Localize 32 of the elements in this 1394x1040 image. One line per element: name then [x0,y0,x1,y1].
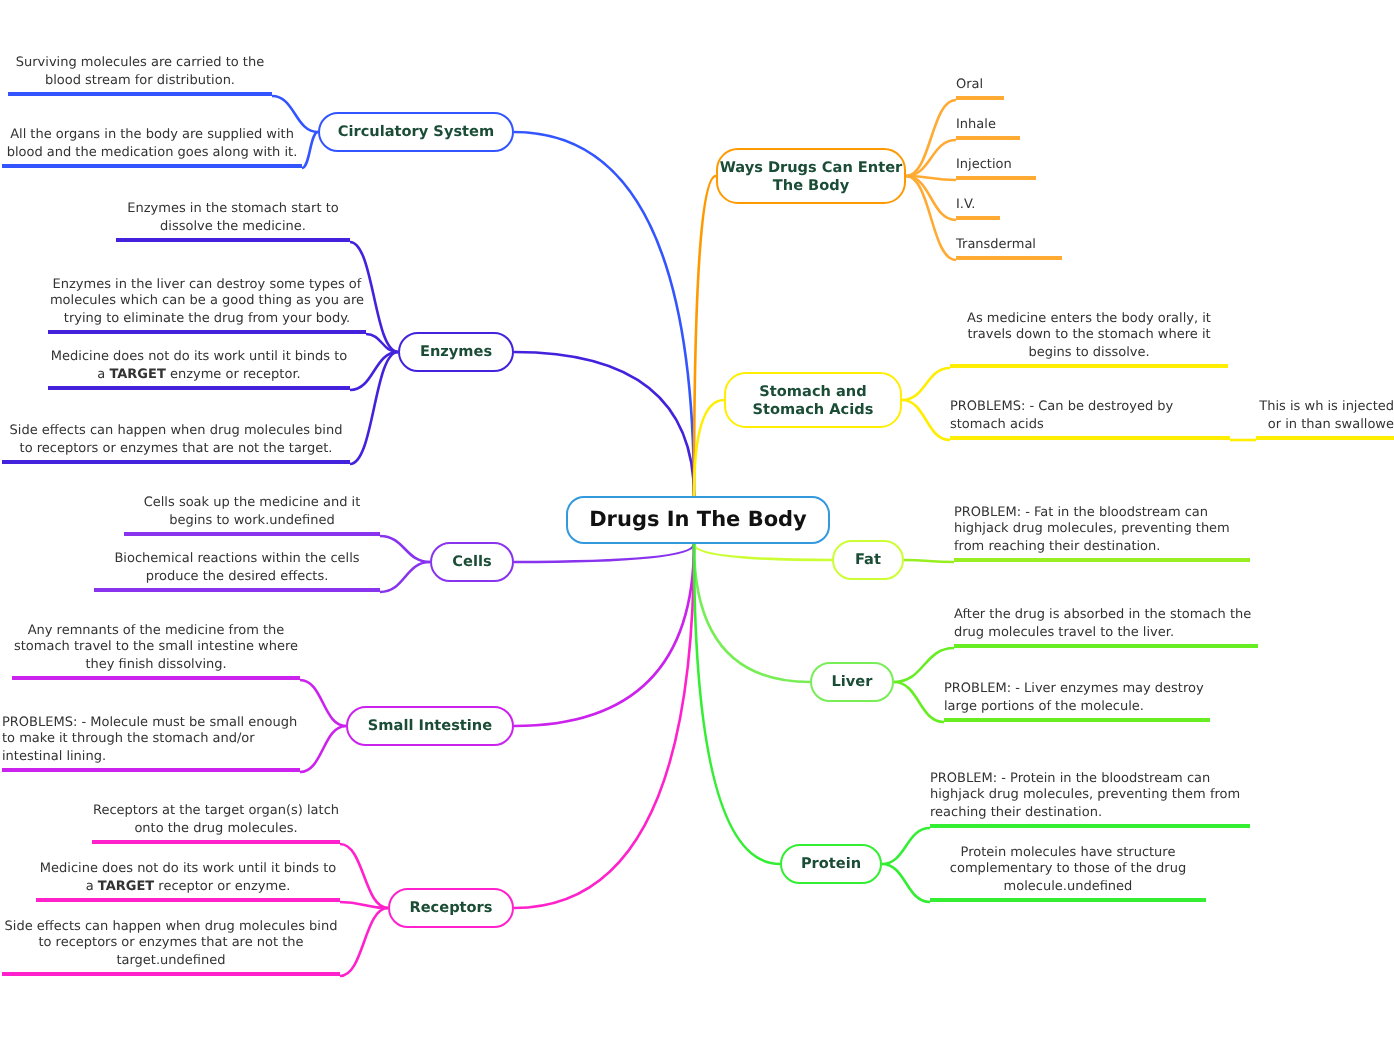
branch-line [692,543,832,562]
branch-line [893,646,955,684]
branch-line [379,534,431,564]
branch-line [513,350,696,497]
branch-line [349,350,399,466]
branch-line [905,174,957,262]
branch-line [365,332,399,354]
branch-line [901,366,951,402]
branch-line [904,558,954,564]
central-topic-box: Drugs In The Body [566,496,830,544]
branch-line [881,862,931,904]
branch-line [379,560,431,594]
branch-line [271,94,319,134]
branch-line [299,724,347,774]
branch-line [901,398,951,442]
branch-line [339,906,389,978]
branch-line [349,350,399,392]
branch-line [905,138,957,178]
branch-line [1230,438,1256,442]
branch-line [905,98,957,178]
branch-line [893,680,945,724]
branch-line [301,130,319,170]
branch-line [339,842,389,910]
branch-line [881,826,931,866]
branch-line [299,678,347,728]
branch-line [692,398,725,496]
branch-line [339,900,389,910]
branch-line [692,544,781,866]
branch-line [514,543,696,564]
branch-line [349,240,399,354]
branch-line [906,174,956,182]
branch-line [905,174,957,222]
